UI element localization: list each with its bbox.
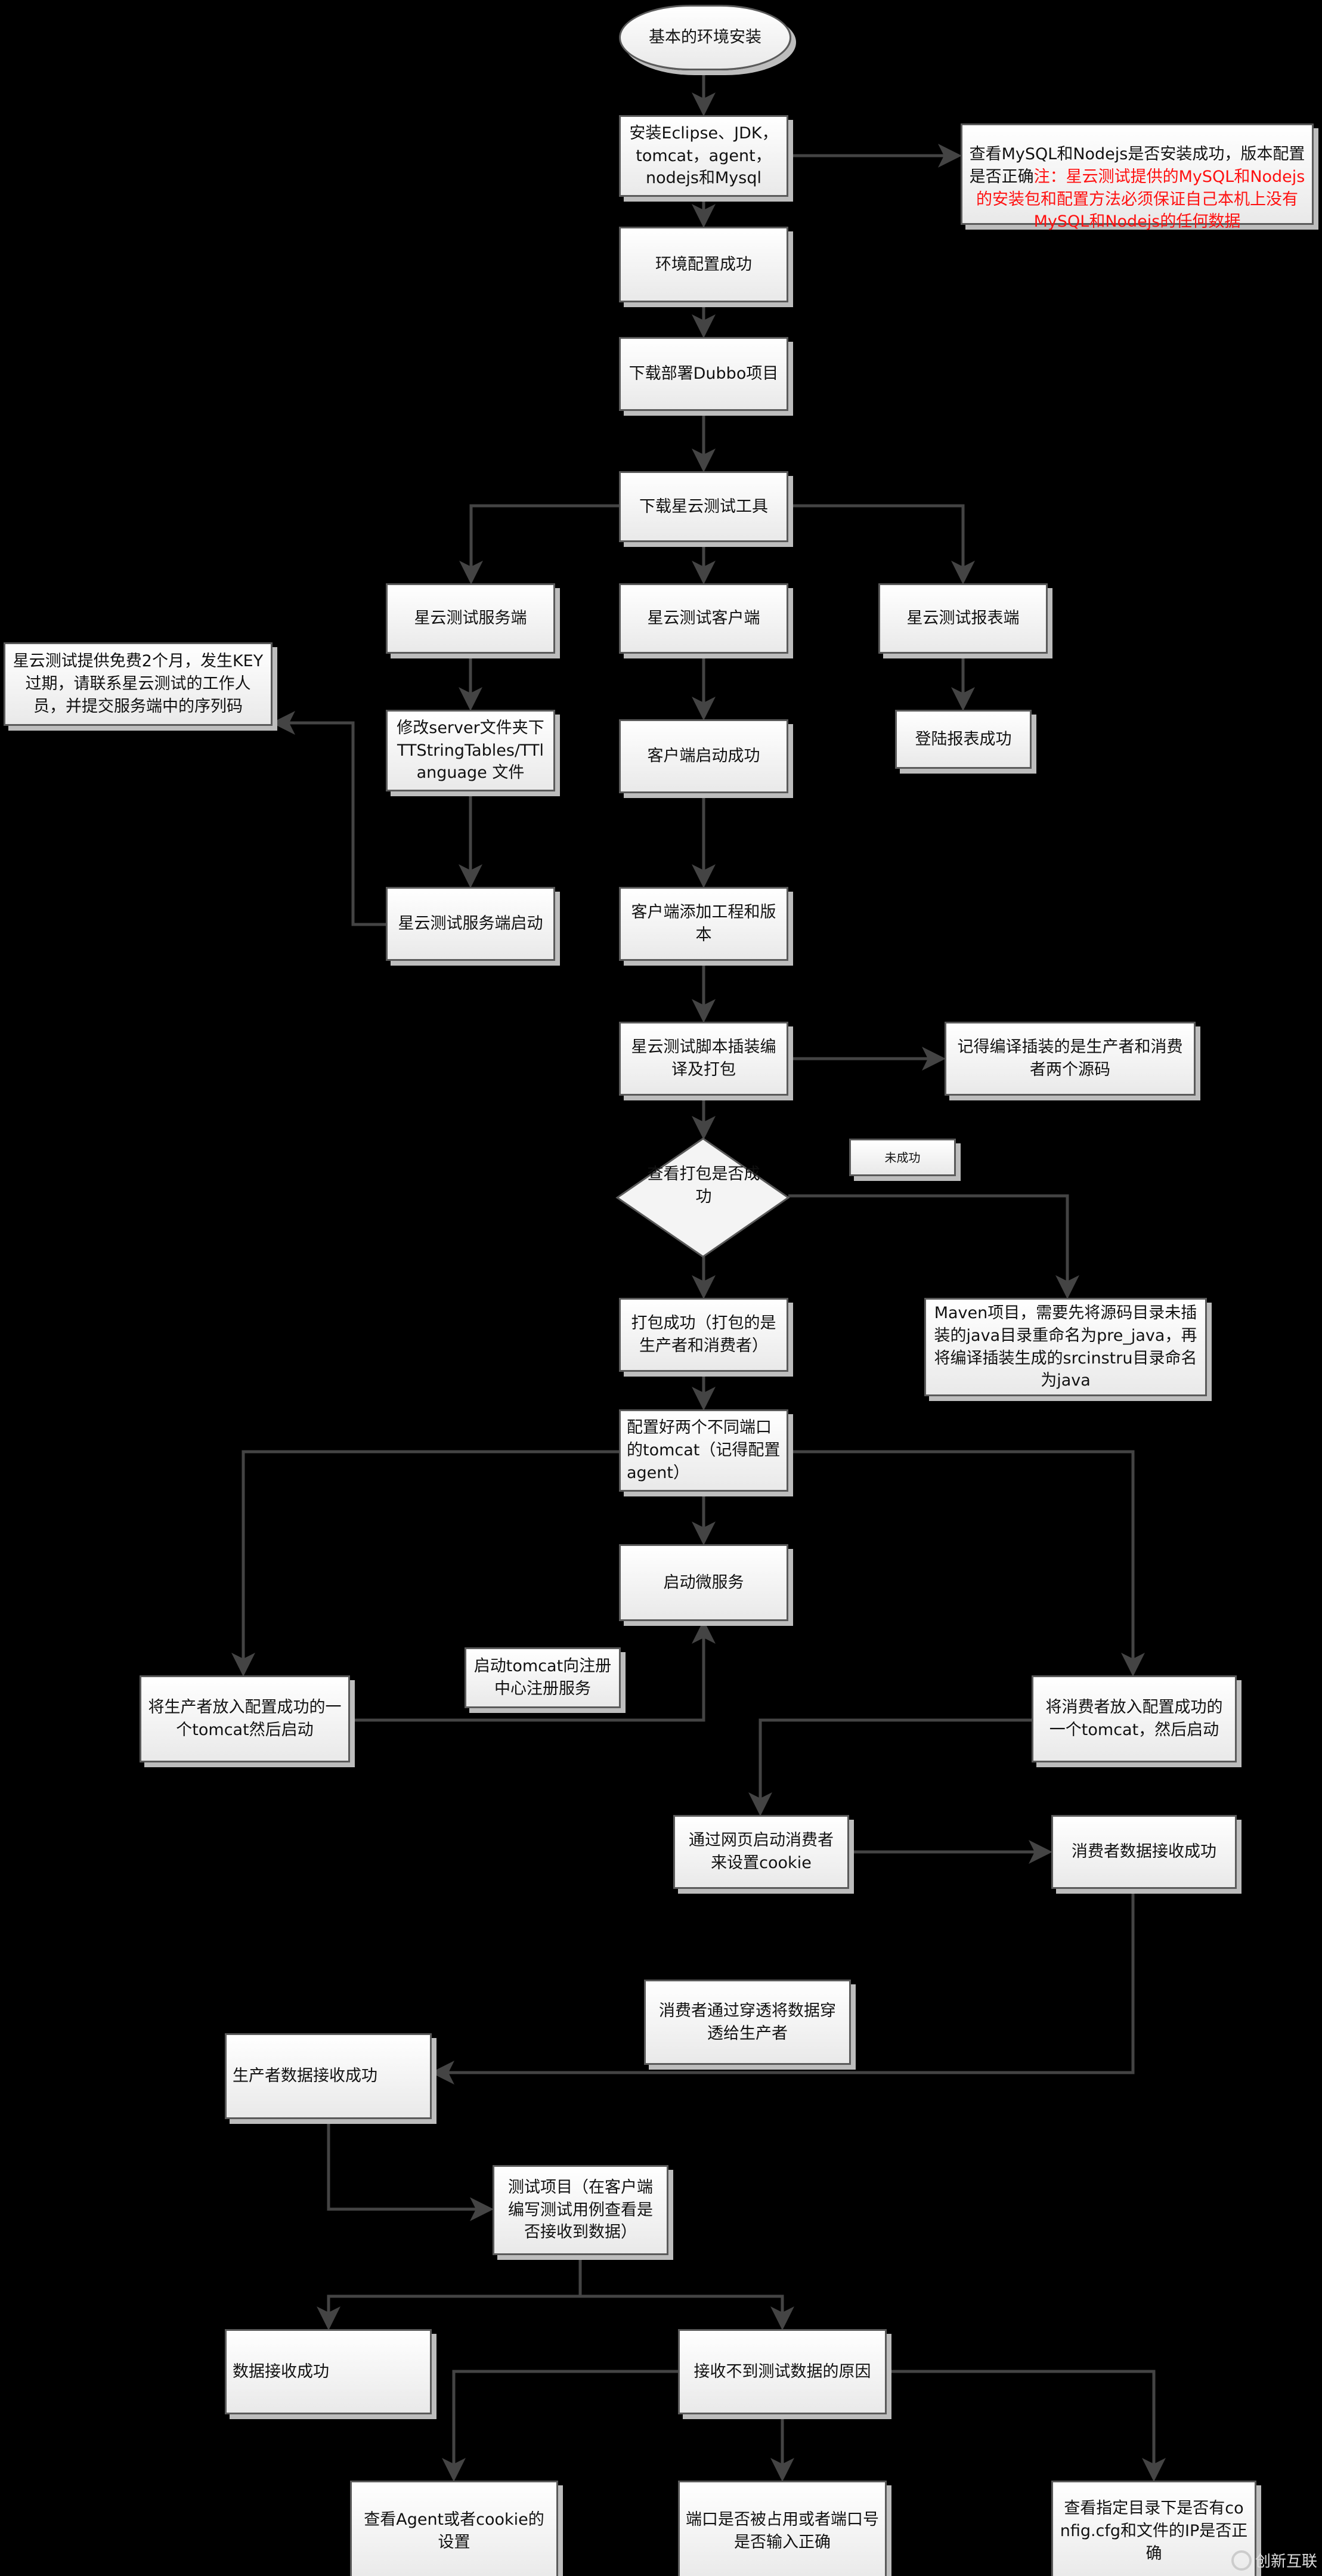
server-step: 星云测试服务端 [386, 583, 555, 654]
dubbo-step: 下载部署Dubbo项目 [619, 337, 788, 411]
arrow-check-maven [788, 1194, 1079, 1299]
mysql-note-text: 查看MySQL和Nodejs是否安装成功，版本配置是否正确 [969, 145, 1305, 186]
check-pack-label: 查看打包是否成功 [647, 1165, 760, 1206]
arrow-reason-agent [442, 2370, 678, 2482]
decision-diamond [615, 1137, 790, 1258]
arrow-consumerok-producerok [431, 1889, 1135, 2085]
install-step: 安装Eclipse、JDK，tomcat，agent，nodejs和Mysql [619, 115, 788, 197]
client-ok-step: 客户端启动成功 [619, 719, 788, 793]
register-note: 启动tomcat向注册中心注册服务 [465, 1647, 621, 1708]
web-cookie-step: 通过网页启动消费者来设置cookie [673, 1815, 849, 1889]
check-dir-step: 查看指定目录下是否有config.cfg和文件的IP是否正确 [1051, 2481, 1256, 2576]
micro-service-step: 启动微服务 [619, 1544, 788, 1621]
not-success-label: 未成功 [849, 1139, 956, 1176]
download-tool-step: 下载星云测试工具 [619, 471, 788, 542]
mysql-note-warning: 注：星云测试提供的MySQL和Nodejs的安装包和配置方法必须保证自己本机上没… [976, 167, 1305, 231]
check-port-step: 端口是否被占用或者端口号是否输入正确 [678, 2481, 887, 2576]
penetrate-note: 消费者通过穿透将数据穿透给生产者 [644, 1980, 851, 2065]
arrow-download-server [459, 504, 619, 585]
arrow-tomcat-producer [231, 1450, 619, 1677]
modify-server-step: 修改server文件夹下TTStringTables/TTlanguage 文件 [386, 710, 555, 791]
arrow-reason-dir [887, 2370, 1166, 2482]
reason-step: 接收不到测试数据的原因 [678, 2329, 887, 2414]
producer-step: 将生产者放入配置成功的一个tomcat然后启动 [140, 1675, 350, 1762]
report-login-step: 登陆报表成功 [895, 710, 1032, 769]
data-ok-step: 数据接收成功 [225, 2329, 432, 2414]
arrow-download-report [788, 504, 975, 585]
mysql-note: 查看MySQL和Nodejs是否安装成功，版本配置是否正确注：星云测试提供的My… [961, 123, 1314, 231]
start-terminator: 基本的环境安装 [619, 5, 791, 70]
arrow-producerok-test [327, 2119, 494, 2221]
arrow-serverstart-keynote [271, 711, 386, 926]
arrow-producer-micro [350, 1620, 716, 1722]
arrow-consumer-web [748, 1718, 1032, 1816]
arrow-tomcat-consumer [788, 1450, 1145, 1677]
watermark-logo-icon [1231, 2550, 1252, 2571]
report-step: 星云测试报表端 [878, 583, 1048, 654]
producer-ok-step: 生产者数据接收成功 [225, 2033, 432, 2119]
env-ok-step: 环境配置成功 [619, 227, 788, 302]
watermark-text: 创新互联 [1255, 2553, 1317, 2571]
test-project-step: 测试项目（在客户端编写测试用例查看是否接收到数据） [493, 2165, 668, 2255]
server-start-step: 星云测试服务端启动 [386, 887, 555, 961]
consumer-ok-step: 消费者数据接收成功 [1051, 1815, 1237, 1889]
tomcat-config-step: 配置好两个不同端口的tomcat（记得配置agent） [619, 1409, 788, 1492]
pack-ok-step: 打包成功（打包的是生产者和消费者） [619, 1298, 788, 1372]
remember-note: 记得编译插装的是生产者和消费者两个源码 [945, 1022, 1196, 1096]
consumer-step: 将消费者放入配置成功的一个tomcat，然后启动 [1032, 1675, 1237, 1762]
arrow-split-dataok [317, 2294, 580, 2330]
maven-note: Maven项目，需要先将源码目录未插装的java目录重命名为pre_java，再… [924, 1298, 1207, 1396]
instrument-step: 星云测试脚本插装编译及打包 [619, 1022, 788, 1096]
client-step: 星云测试客户端 [619, 583, 788, 654]
watermark: 创新互联 [1231, 2549, 1317, 2571]
arrow-split-reason [580, 2294, 794, 2330]
add-project-step: 客户端添加工程和版本 [619, 887, 788, 961]
key-note: 星云测试提供免费2个月，发生KEY过期，请联系星云测试的工作人员，并提交服务端中… [4, 642, 273, 726]
check-agent-step: 查看Agent或者cookie的设置 [350, 2481, 558, 2576]
